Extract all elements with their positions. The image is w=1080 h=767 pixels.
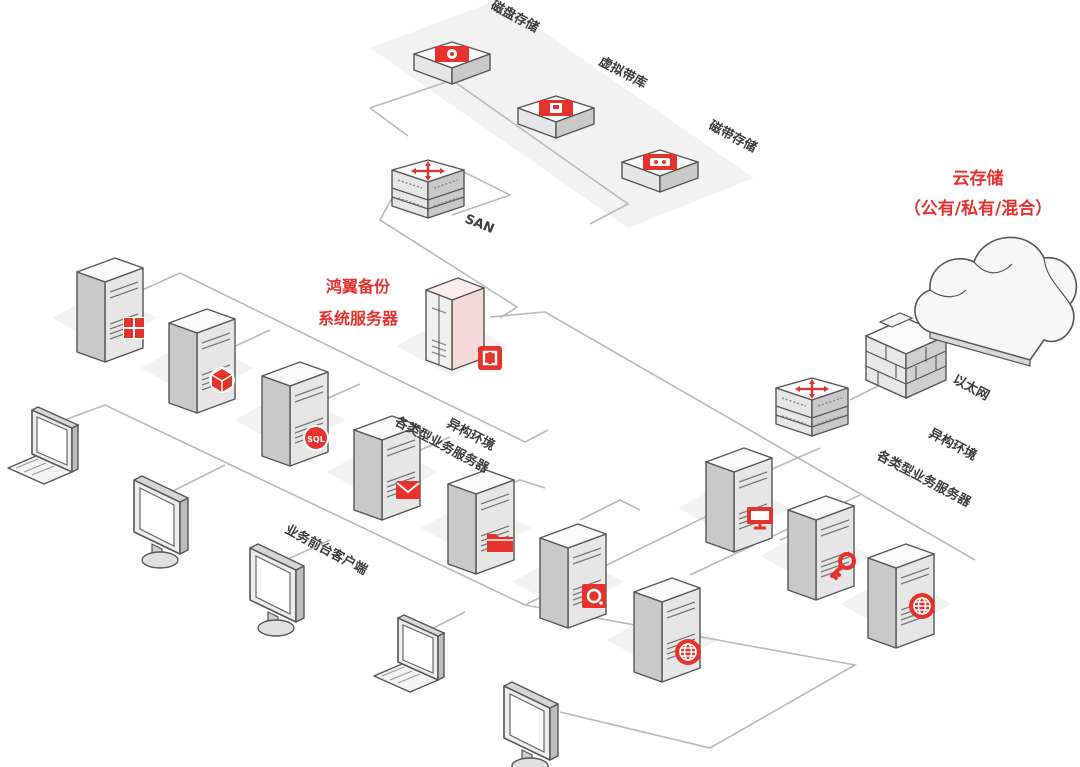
server-key: [787, 495, 856, 601]
server-cube: [168, 308, 236, 414]
backup-server-title-2: 系统服务器: [318, 309, 399, 328]
globe-icon: [908, 592, 936, 620]
ethernet-switch: [774, 376, 850, 438]
mail-icon: [395, 480, 421, 500]
client-monitor-2: [249, 543, 305, 637]
tape-storage-device: [621, 149, 699, 193]
server-folder: [447, 469, 515, 575]
server-windows: [76, 257, 145, 363]
server-sql: SQL: [261, 361, 329, 467]
disk-storage-device: [413, 41, 491, 85]
camera-icon: [580, 582, 608, 610]
globe-icon: [674, 638, 702, 666]
server-web-right: [867, 543, 936, 649]
cloud-storage-subtitle: （公有/私有/混合）: [904, 198, 1052, 219]
server-web-left: [633, 577, 702, 683]
server-monitor: [705, 447, 775, 553]
windows-icon: [123, 317, 145, 339]
ethernet-label: 以太网: [950, 371, 992, 403]
server-camera: [539, 523, 608, 629]
client-monitor-3: [503, 681, 559, 767]
client-monitor-1: [133, 475, 189, 569]
san-switch: [390, 158, 466, 220]
sql-icon: SQL: [307, 435, 325, 444]
backup-logo-icon: [478, 346, 502, 370]
hetero-env-right-label: 异构环境: [926, 425, 979, 464]
firewall-icon: [864, 312, 948, 400]
tape-storage-label: 磁带存储: [706, 117, 759, 156]
cube-icon: [208, 366, 236, 394]
backup-server-title-1: 鸿翼备份: [326, 277, 391, 296]
client-desktop-2: [373, 614, 445, 693]
cloud-icon: [914, 236, 1078, 367]
backup-server: [425, 277, 502, 371]
san-label: SAN: [463, 212, 497, 237]
cloud-storage-title: 云存储: [953, 168, 1004, 189]
virtual-tape-library-device: [517, 95, 595, 139]
